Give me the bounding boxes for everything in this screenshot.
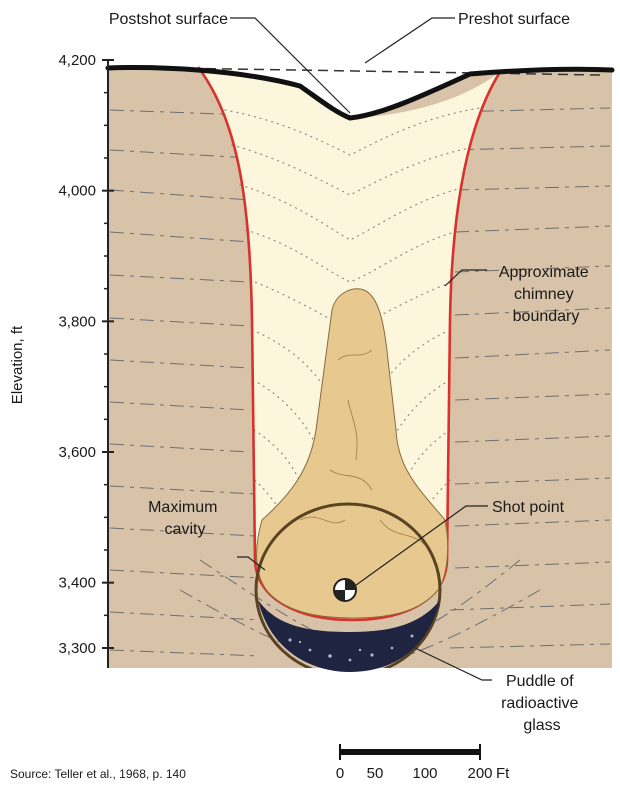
preshot-surface-label: Preshot surface — [458, 11, 570, 28]
elevation-axis: 4,200 4,000 3,800 3,600 3,400 3,300 Elevation… — [9, 52, 114, 668]
source-note: Source: Teller et al., 1968, p. 140 — [10, 767, 186, 781]
axis-tick-label: 3,400 — [58, 575, 96, 592]
scale-tick-0: 0 — [336, 765, 344, 782]
axis-tick-label: 3,800 — [58, 313, 96, 330]
postshot-surface-label: Postshot surface — [109, 11, 228, 28]
scale-bar: 0 50 100 200 Ft — [336, 744, 510, 782]
axis-title: Elevation, ft — [9, 325, 26, 404]
scale-tick-50: 50 — [367, 765, 384, 782]
axis-tick-label: 3,300 — [58, 640, 96, 657]
shot-point-marker — [334, 579, 356, 601]
shot-point-label: Shot point — [492, 499, 565, 516]
axis-tick-label: 4,000 — [58, 183, 96, 200]
scale-tick-200: 200 — [467, 765, 492, 782]
glass-puddle-label: Puddle of radioactive glass — [501, 673, 583, 734]
scale-tick-100: 100 — [412, 765, 437, 782]
axis-tick-label: 4,200 — [58, 52, 96, 69]
axis-tick-label: 3,600 — [58, 444, 96, 461]
scale-unit: Ft — [496, 765, 510, 782]
